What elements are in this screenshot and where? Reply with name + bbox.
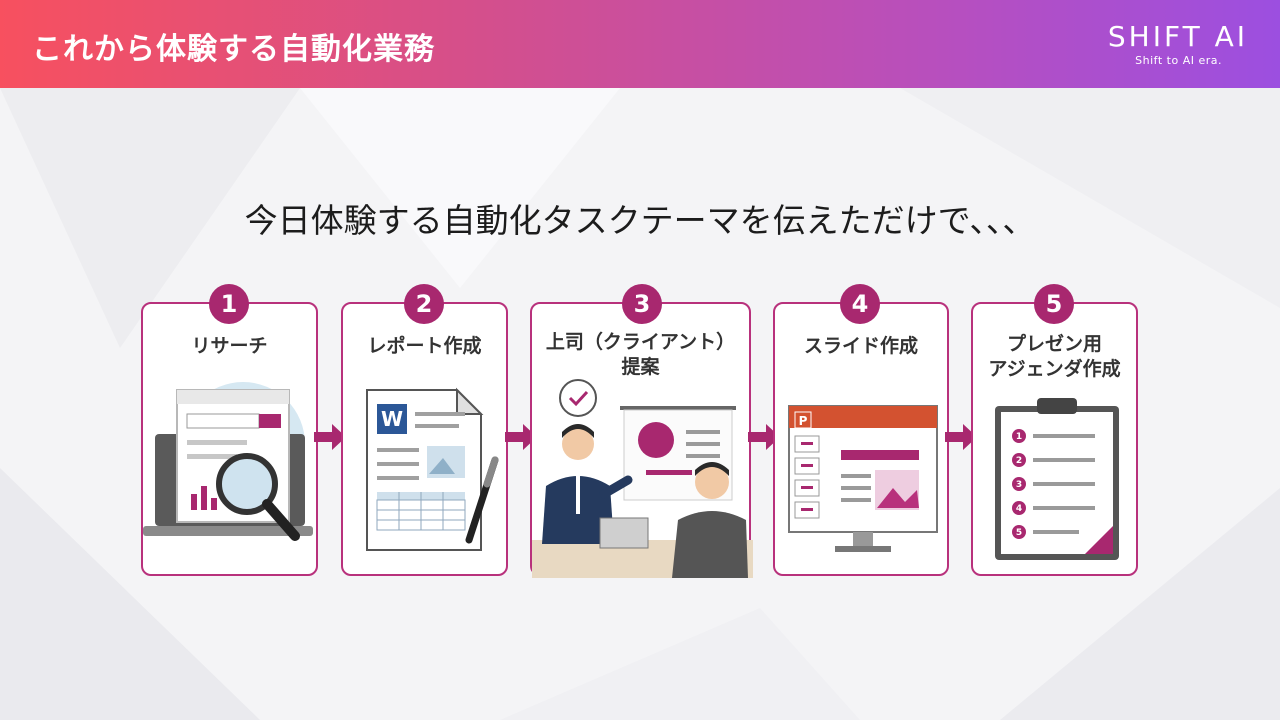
agenda-number: 4 [1016, 504, 1022, 514]
background-pattern [0, 88, 1280, 720]
powerpoint-monitor-icon: P [788, 405, 938, 552]
step-card-proposal: 上司（クライアント） 提案 [530, 302, 753, 578]
step-badge-2: 2 [404, 284, 444, 324]
page-title: これから体験する自動化業務 [32, 32, 435, 67]
step-label-line1: プレゼン用 [1006, 333, 1102, 355]
step-badge-3: 3 [622, 284, 662, 324]
step-label: レポート作成 [367, 335, 482, 357]
agenda-number: 5 [1016, 528, 1022, 538]
step-label-line1: 上司（クライアント） [545, 331, 736, 353]
meeting-presentation-icon [532, 379, 753, 578]
logo-tagline: Shift to AI era. [1135, 54, 1222, 67]
magnifier-laptop-icon [143, 382, 313, 541]
agenda-list: 1 2 3 4 5 [1012, 429, 1026, 539]
step-label-line2: アジェンダ作成 [988, 358, 1121, 380]
step-badge-1: 1 [209, 284, 249, 324]
header-bar: これから体験する自動化業務 SHIFT AI Shift to AI era. [0, 0, 1280, 88]
step-card-report: レポート作成 W [341, 302, 508, 576]
step-label: 上司（クライアント） 提案 [532, 330, 749, 380]
arrow-right-icon [748, 424, 780, 450]
step-badge-5: 5 [1034, 284, 1074, 324]
step-card-slides: スライド作成 P [773, 302, 949, 576]
word-letter: W [381, 407, 403, 431]
step-card-research: リサーチ [141, 302, 318, 576]
step-card-agenda: プレゼン用 アジェンダ作成 1 2 3 4 5 [971, 302, 1138, 576]
step-label: リサーチ [191, 335, 268, 357]
ppt-letter: P [799, 414, 808, 428]
agenda-clipboard-icon: 1 2 3 4 5 [995, 398, 1119, 560]
word-document-icon: W [366, 387, 499, 551]
agenda-number: 3 [1016, 480, 1022, 490]
subtitle: 今日体験する自動化タスクテーマを伝えただけで、、、 [244, 201, 1036, 240]
logo-text: SHIFT AI [1107, 20, 1248, 53]
step-label-line2: 提案 [621, 356, 660, 378]
step-badge-4: 4 [840, 284, 880, 324]
arrow-right-icon [945, 424, 977, 450]
arrow-right-icon [505, 424, 537, 450]
shift-ai-logo: SHIFT AI Shift to AI era. [1088, 20, 1248, 70]
step-label: スライド作成 [803, 335, 918, 357]
step-label: プレゼン用 アジェンダ作成 [973, 332, 1136, 382]
agenda-number: 1 [1016, 432, 1022, 442]
agenda-number: 2 [1016, 456, 1022, 466]
arrow-right-icon [314, 424, 346, 450]
